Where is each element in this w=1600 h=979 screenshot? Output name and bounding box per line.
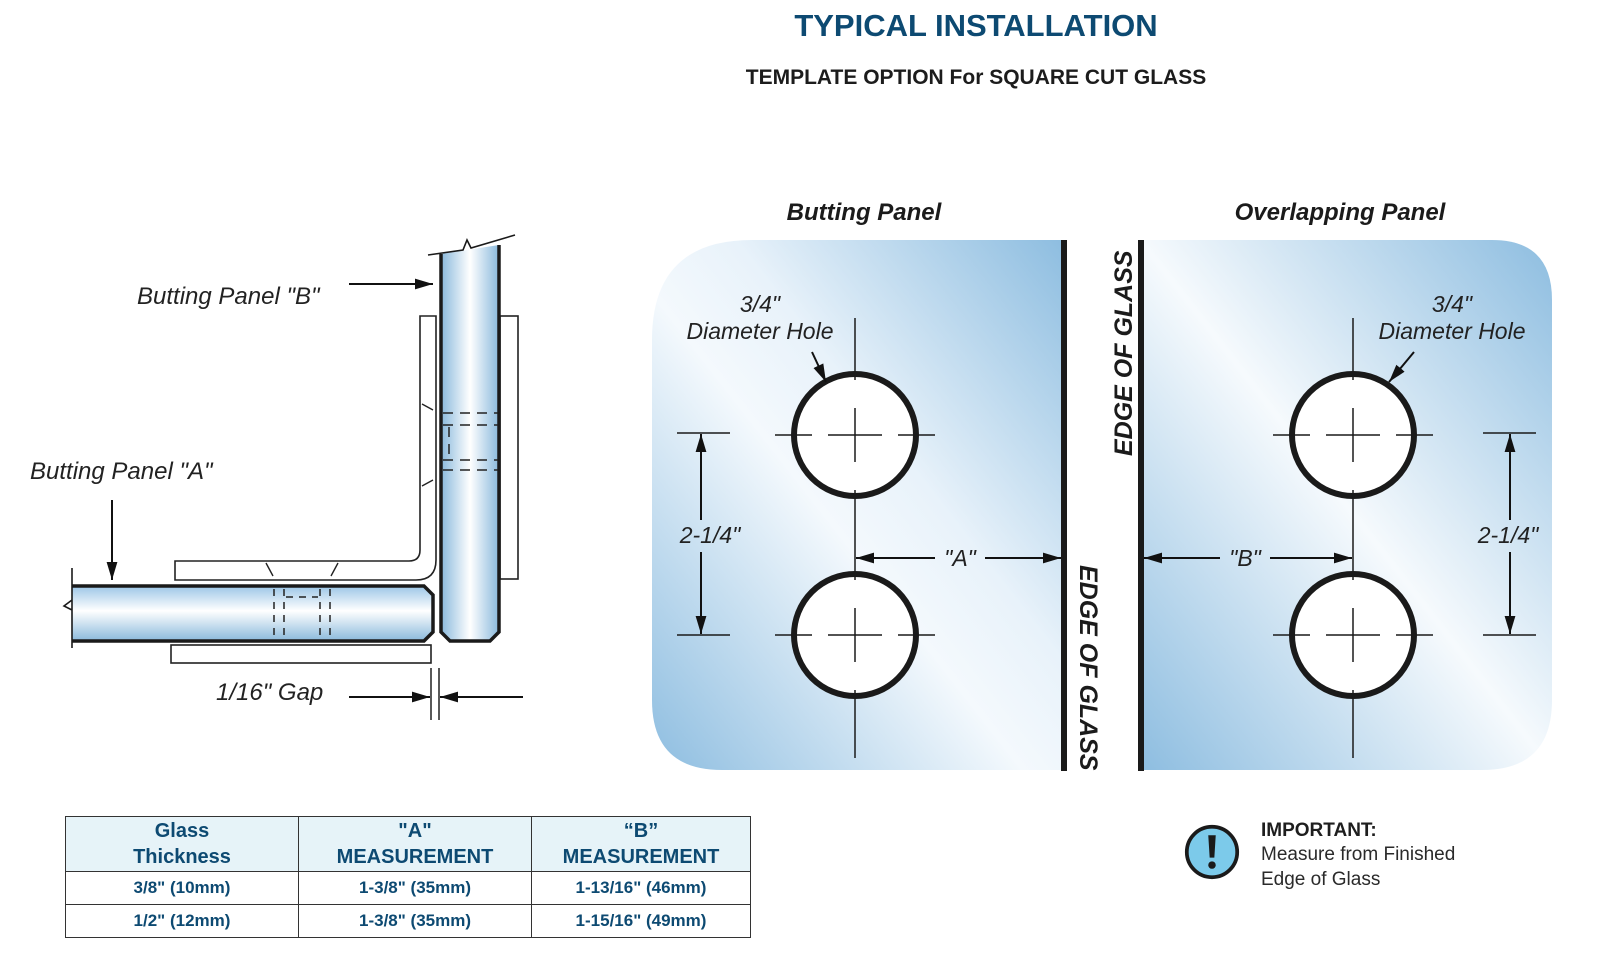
overlapping-edge-label: EDGE OF GLASS (1110, 250, 1138, 456)
important-note: IMPORTANT: Measure from Finished Edge of… (1184, 820, 1504, 892)
corner-clamp-bracket (174, 315, 437, 581)
butting-panel-a (72, 584, 435, 643)
exclamation-circle-icon (1184, 824, 1240, 880)
important-heading: IMPORTANT: (1261, 820, 1377, 841)
table-header-row: Glass Thickness "A" MEASUREMENT “B” MEAS… (65, 816, 751, 872)
butting-hole-pointer (811, 351, 827, 383)
label-gap: 1/16" Gap (216, 679, 323, 706)
cell-a: 1-3/8" (35mm) (298, 904, 532, 938)
clamp-plate-bottom (170, 644, 432, 664)
overlapping-offset-label: "B" (1229, 545, 1263, 571)
label-butting-panel-a: Butting Panel "A" (30, 458, 214, 485)
overlapping-hole-pointer (1388, 351, 1415, 383)
cell-thickness: 3/8" (10mm) (65, 871, 299, 905)
cell-thickness: 1/2" (12mm) (65, 904, 299, 938)
butting-spacing-label: 2-1/4" (679, 522, 742, 548)
important-text-line1: Measure from Finished (1261, 844, 1456, 865)
side-view: Butting Panel "B" Butting Panel "A" 1/16… (30, 234, 523, 720)
table-row: 3/8" (10mm) 1-3/8" (35mm) 1-13/16" (46mm… (65, 871, 751, 905)
table-row: 1/2" (12mm) 1-3/8" (35mm) 1-15/16" (49mm… (65, 904, 751, 938)
butting-hole-size: 3/4" (740, 291, 782, 317)
overlapping-hole-label: Diameter Hole (1379, 318, 1526, 344)
butting-hole-label: Diameter Hole (687, 318, 834, 344)
butting-offset-label: "A" (944, 545, 978, 571)
overlapping-panel-template: Overlapping Panel 3/4" Di (1110, 199, 1552, 771)
break-line-b (427, 234, 516, 256)
butting-edge-label: EDGE OF GLASS (1074, 565, 1102, 771)
cell-a: 1-3/8" (35mm) (298, 871, 532, 905)
overlapping-spacing-label: 2-1/4" (1477, 522, 1540, 548)
overlapping-panel-title: Overlapping Panel (1235, 199, 1447, 226)
cell-b: 1-13/16" (46mm) (531, 871, 751, 905)
break-line-a (62, 568, 73, 648)
header-a-measurement: "A" MEASUREMENT (298, 816, 532, 872)
label-butting-panel-b: Butting Panel "B" (137, 283, 321, 310)
butting-panel-template: Butting Panel 3/4" Di (652, 199, 1102, 771)
important-text-line2: Edge of Glass (1261, 869, 1381, 890)
overlapping-glass (1140, 240, 1552, 770)
measurement-table: Glass Thickness "A" MEASUREMENT “B” MEAS… (65, 816, 751, 938)
overlapping-hole-size: 3/4" (1432, 291, 1474, 317)
clamp-plate-right (499, 315, 519, 580)
header-glass-thickness: Glass Thickness (65, 816, 299, 872)
page-title: TYPICAL INSTALLATION (794, 8, 1158, 43)
header-b-measurement: “B” MEASUREMENT (531, 816, 751, 872)
butting-panel-b (439, 245, 501, 643)
butting-glass (652, 240, 1064, 770)
cell-b: 1-15/16" (49mm) (531, 904, 751, 938)
butting-panel-title: Butting Panel (787, 199, 943, 226)
page-subtitle: TEMPLATE OPTION For SQUARE CUT GLASS (745, 66, 1207, 89)
